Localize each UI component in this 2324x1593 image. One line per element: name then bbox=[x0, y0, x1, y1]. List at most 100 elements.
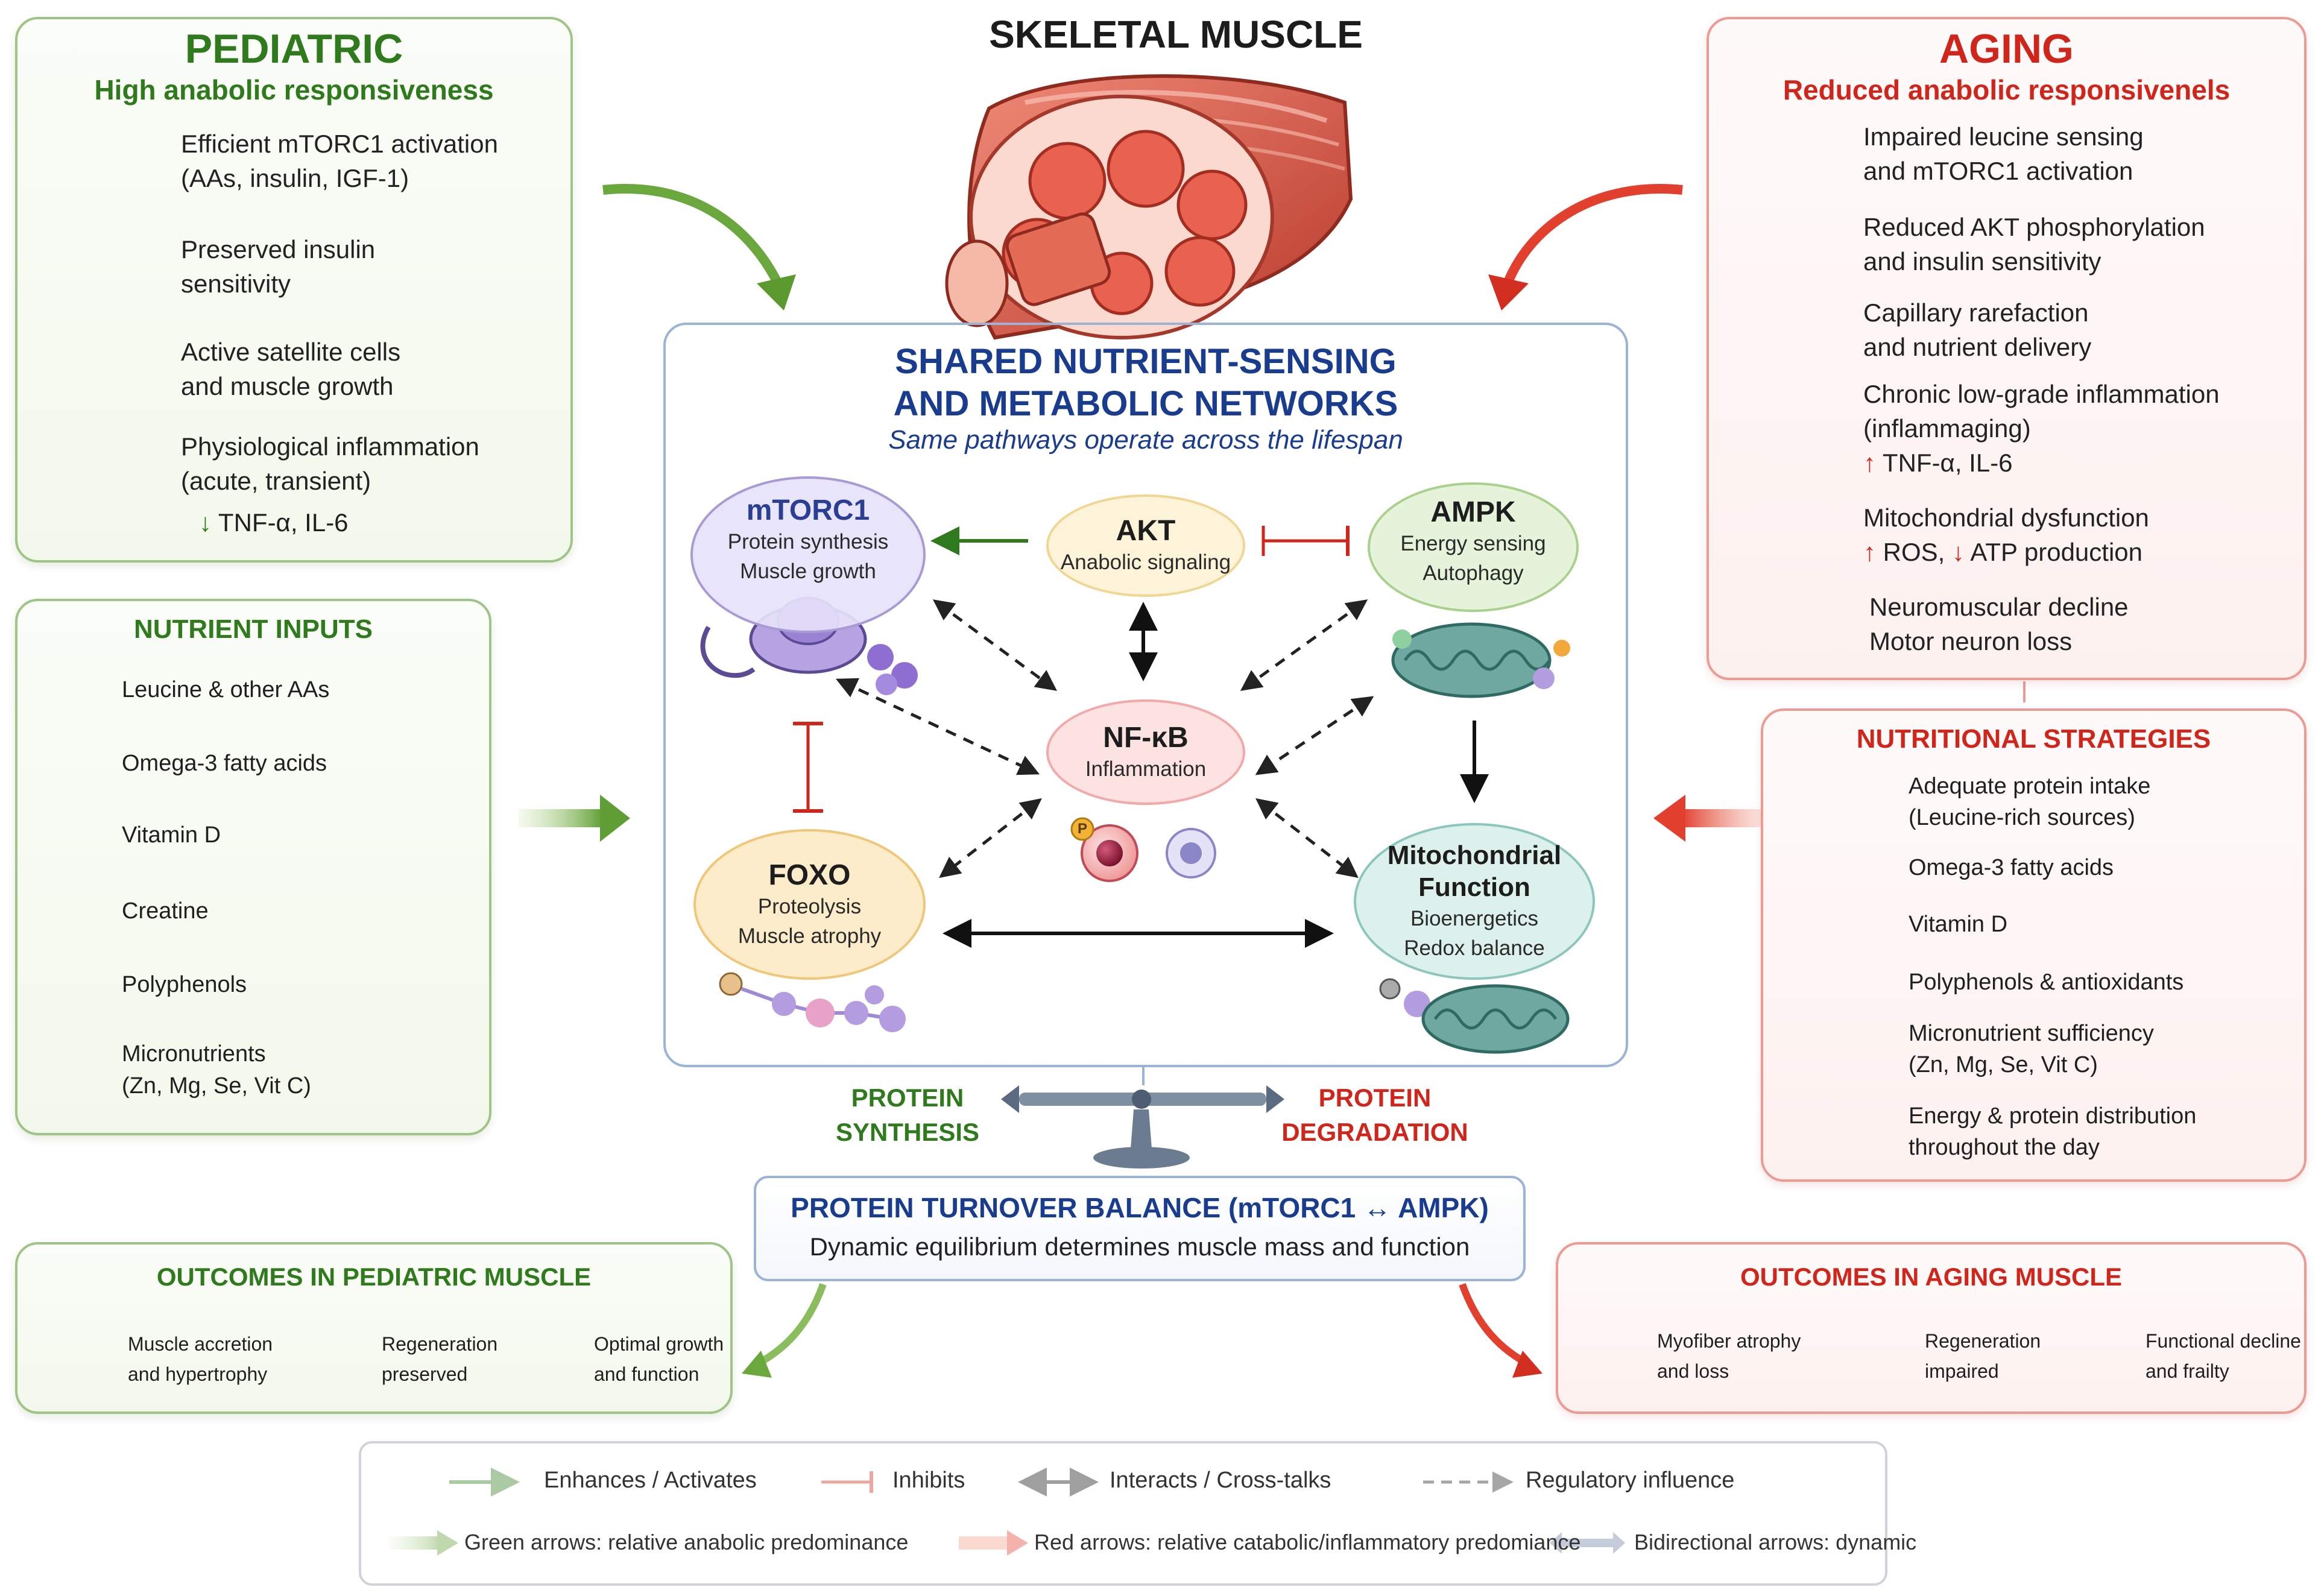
node-mtorc1[interactable]: mTORC1 Protein synthesis Muscle growth bbox=[690, 476, 926, 633]
outcomes-pediatric-title: OUTCOMES IN PEDIATRIC MUSCLE bbox=[156, 1263, 592, 1291]
pediatric-item-mtorc1: Efficient mTORC1 activation(AAs, insulin… bbox=[181, 127, 498, 195]
node-title: mTORC1 bbox=[746, 494, 870, 526]
strategy-item-polyphenols: Polyphenols & antioxidants bbox=[1909, 970, 2184, 995]
item-line: Adequate protein intake bbox=[1909, 774, 2151, 799]
strategy-item-protein: Adequate protein intake (Leucine-rich so… bbox=[1909, 771, 2150, 834]
outcome-aging-frailty: Functional decline and frailty bbox=[2146, 1326, 2301, 1386]
turnover-title: PROTEIN TURNOVER BALANCE (mTORC1 ↔ AMPK) bbox=[791, 1192, 1489, 1223]
ros-text: ROS, bbox=[1883, 538, 1945, 567]
item-line: and mTORC1 activation bbox=[1863, 157, 2133, 186]
foxo-protein-chain-icon bbox=[719, 972, 906, 1032]
item-line: sensitivity bbox=[181, 270, 291, 298]
pediatric-title: PEDIATRIC bbox=[185, 26, 403, 72]
item-line: and hypertrophy bbox=[128, 1363, 268, 1385]
center-title-line2: AND METABOLIC NETWORKS bbox=[893, 383, 1398, 423]
legend-interacts: Interacts / Cross-talks bbox=[1110, 1468, 1331, 1494]
item-line: Impaired leucine sensing bbox=[1863, 122, 2144, 151]
red-arrow-outcomes bbox=[1459, 1282, 1533, 1369]
node-line: Proteolysis bbox=[757, 894, 862, 918]
item-line: Capillary rarefaction bbox=[1863, 298, 2089, 327]
up-arrow-icon: ↑ bbox=[1863, 449, 1876, 478]
item-line: (Leucine-rich sources) bbox=[1909, 805, 2135, 831]
legend-panel bbox=[359, 1441, 1887, 1586]
immune-cells-icon bbox=[1070, 817, 1216, 882]
item-line: impaired bbox=[1925, 1360, 1999, 1382]
legend-label: Green arrows: relative anabolic predomin… bbox=[464, 1530, 909, 1554]
cytokine-text: TNF-α, IL-6 bbox=[218, 508, 349, 537]
node-line: Protein synthesis bbox=[727, 530, 889, 554]
nutrient-item-creatine: Creatine bbox=[122, 898, 209, 924]
outcome-pediatric-growth: Optimal growth and function bbox=[594, 1330, 724, 1389]
cytokine-text: TNF-α, IL-6 bbox=[1882, 449, 2013, 478]
nutrient-inputs-title: NUTRIENT INPUTS bbox=[134, 614, 373, 644]
outcomes-aging-title: OUTCOMES IN AGING MUSCLE bbox=[1740, 1263, 2123, 1291]
legend-label: Interacts / Cross-talks bbox=[1110, 1468, 1331, 1493]
legend-label: Inhibits bbox=[892, 1468, 965, 1493]
pediatric-panel: PEDIATRIC High anabolic responsiveness bbox=[15, 17, 573, 563]
pediatric-item-insulin: Preserved insulin sensitivity bbox=[181, 232, 375, 301]
item-line: Micronutrient sufficiency bbox=[1909, 1021, 2154, 1046]
outcomes-pediatric-panel: OUTCOMES IN PEDIATRIC MUSCLE bbox=[15, 1242, 733, 1414]
outcome-aging-regeneration: Regeneration impaired bbox=[1925, 1326, 2041, 1386]
node-akt[interactable]: AKT Anabolic signaling bbox=[1046, 494, 1245, 597]
label-line: PROTEIN bbox=[851, 1084, 964, 1112]
node-title: Function bbox=[1418, 872, 1530, 902]
page-title: SKELETAL MUSCLE bbox=[989, 13, 1363, 56]
label-line: SYNTHESIS bbox=[835, 1117, 980, 1146]
item-line: preserved bbox=[382, 1363, 468, 1385]
strategy-item-distribution: Energy & protein distribution throughout… bbox=[1909, 1100, 2196, 1164]
legend-regulatory: Regulatory influence bbox=[1526, 1468, 1734, 1494]
outcome-pediatric-regeneration: Regeneration preserved bbox=[382, 1330, 497, 1389]
green-arrow-nutrients bbox=[519, 809, 603, 827]
node-line: Muscle atrophy bbox=[737, 924, 882, 948]
item-line: and frailty bbox=[2146, 1360, 2229, 1382]
balance-left-label: PROTEIN SYNTHESIS bbox=[808, 1081, 1007, 1149]
node-ampk[interactable]: AMPK Energy sensing Autophagy bbox=[1368, 482, 1579, 612]
balance-right-label: PROTEIN DEGRADATION bbox=[1272, 1081, 1477, 1149]
skeletal-muscle-illustration bbox=[945, 74, 1353, 340]
item-line: ↑ TNF-α, IL-6 bbox=[1863, 446, 2220, 480]
node-line: Autophagy bbox=[1423, 561, 1524, 585]
item-line: (Zn, Mg, Se, Vit C) bbox=[122, 1073, 311, 1099]
turnover-subtitle: Dynamic equilibrium determines muscle ma… bbox=[809, 1232, 1470, 1261]
node-title: Mitochondrial bbox=[1387, 841, 1562, 871]
item-line: Functional decline bbox=[2146, 1330, 2301, 1352]
legend-green-note: Green arrows: relative anabolic predomin… bbox=[464, 1530, 908, 1555]
item-line: Micronutrients bbox=[122, 1041, 266, 1067]
pediatric-subtitle: High anabolic responsiveness bbox=[94, 74, 494, 106]
legend-blue-note: Bidirectional arrows: dynamic bbox=[1634, 1530, 1916, 1555]
nutrient-item-leucine: Leucine & other AAs bbox=[122, 677, 330, 702]
item-line: (Zn, Mg, Se, Vit C) bbox=[1909, 1052, 2098, 1078]
legend-inhibits: Inhibits bbox=[892, 1468, 965, 1494]
green-arrow-pediatric bbox=[602, 183, 783, 286]
item-line: ↑ ROS, ↓ ATP production bbox=[1863, 535, 2149, 569]
node-mitochondrial-function[interactable]: Mitochondrial Function Bioenergetics Red… bbox=[1354, 823, 1595, 980]
aging-title: AGING bbox=[1939, 26, 2074, 72]
item-line: Reduced AKT phosphorylation bbox=[1863, 213, 2205, 241]
item-line: and muscle growth bbox=[181, 372, 394, 401]
down-arrow-icon: ↓ bbox=[199, 508, 212, 537]
item-line: Preserved insulin bbox=[181, 235, 376, 263]
node-title: FOXO bbox=[768, 859, 851, 891]
node-line: Inflammation bbox=[1085, 757, 1207, 781]
up-arrow-icon: ↑ bbox=[1863, 538, 1876, 567]
legend-label: Enhances / Activates bbox=[544, 1468, 757, 1493]
center-subtitle: Same pathways operate across the lifespa… bbox=[888, 425, 1403, 455]
item-line: Chronic low-grade inflammation bbox=[1863, 380, 2220, 408]
strategies-panel: NUTRITIONAL STRATEGIES bbox=[1761, 708, 2307, 1182]
mito-function-mitochondrion-icon bbox=[1379, 978, 1570, 1054]
item-line: (AAs, insulin, IGF-1) bbox=[181, 164, 409, 193]
item-line: and loss bbox=[1657, 1360, 1729, 1382]
node-line: Energy sensing bbox=[1400, 532, 1546, 555]
protein-turnover-panel: PROTEIN TURNOVER BALANCE (mTORC1 ↔ AMPK)… bbox=[754, 1176, 1526, 1281]
node-nfkb[interactable]: NF-κB Inflammation bbox=[1046, 699, 1245, 805]
node-foxo[interactable]: FOXO Proteolysis Muscle atrophy bbox=[693, 829, 926, 980]
nutrient-item-polyphenols: Polyphenols bbox=[122, 972, 247, 997]
legend-enhances: Enhances / Activates bbox=[544, 1468, 757, 1494]
item-line: Active satellite cells bbox=[181, 338, 401, 366]
node-line: Redox balance bbox=[1404, 936, 1545, 960]
center-network-panel bbox=[663, 323, 1628, 1067]
